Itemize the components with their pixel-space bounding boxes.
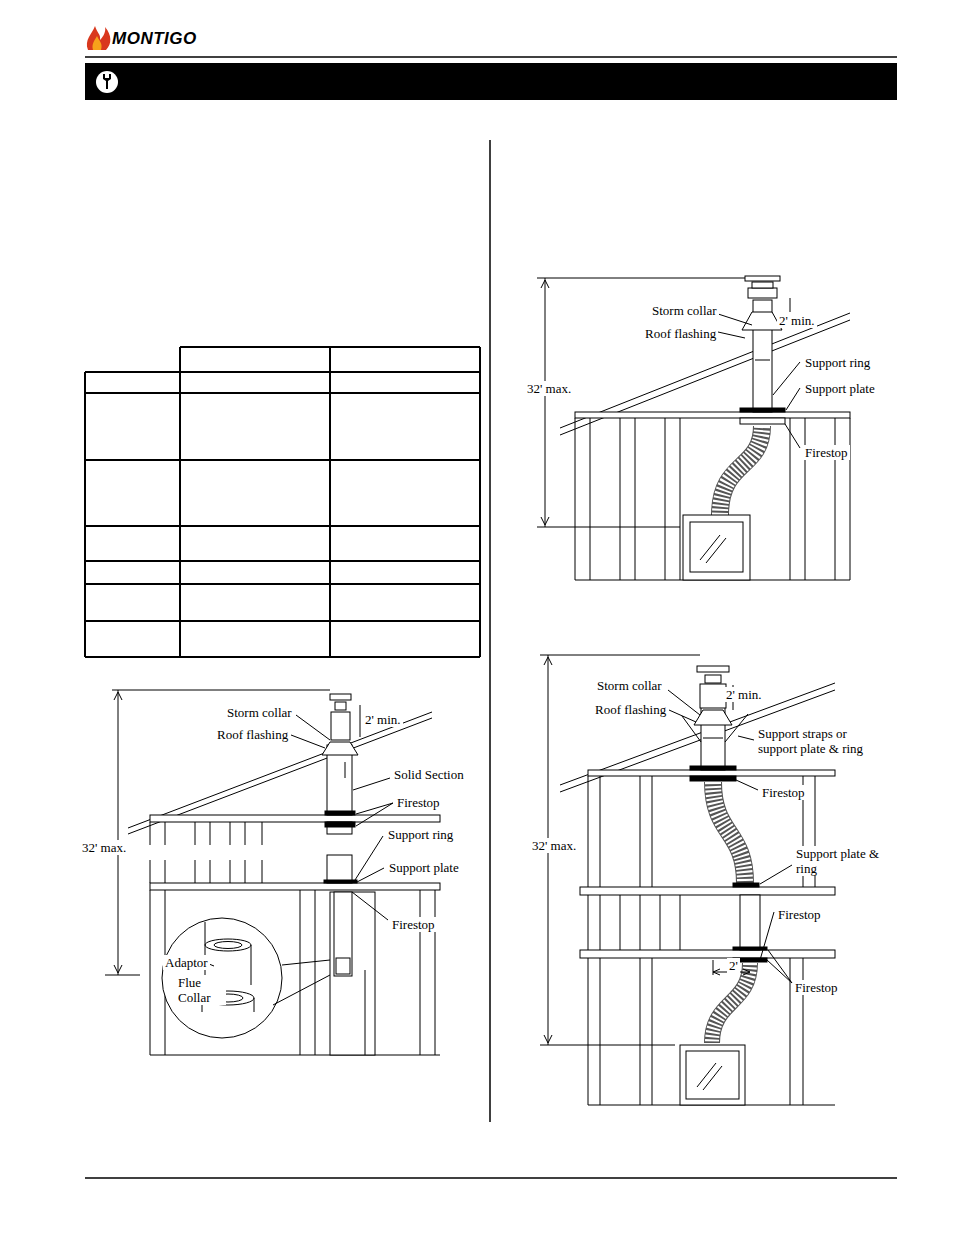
dimension-label: 2' xyxy=(727,958,740,973)
dimension-label: 32' max. xyxy=(80,840,128,855)
part-label: Roof flashing xyxy=(215,727,290,742)
part-label: Firestop xyxy=(390,917,437,932)
part-label: Storm collar xyxy=(225,705,294,720)
dimension-label: 32' max. xyxy=(525,381,573,396)
part-label: Adaptor xyxy=(163,955,210,970)
dimension-label: 32' max. xyxy=(530,838,578,853)
part-label: Support plate xyxy=(387,860,461,875)
part-label: Firestop xyxy=(793,980,840,995)
part-label: Solid Section xyxy=(392,767,466,782)
part-label: Support ring xyxy=(386,827,455,842)
part-label: Storm collar xyxy=(595,678,664,693)
dimension-label: 2' min. xyxy=(777,313,817,328)
part-label: Roof flashing xyxy=(643,326,718,341)
part-label: Firestop xyxy=(776,907,823,922)
part-label: Support plate & ring xyxy=(794,846,882,876)
part-label: Support straps or support plate & ring xyxy=(756,726,876,756)
part-label: Roof flashing xyxy=(593,702,668,717)
dimension-label: 2' min. xyxy=(724,687,764,702)
part-label: Flue Collar xyxy=(176,975,226,1005)
dimension-label: 2' min. xyxy=(363,712,403,727)
part-label: Support ring xyxy=(803,355,872,370)
logo-text: MONTIGO xyxy=(110,31,199,46)
part-label: Firestop xyxy=(803,445,850,460)
part-label: Firestop xyxy=(395,795,442,810)
part-label: Storm collar xyxy=(650,303,719,318)
part-label: Firestop xyxy=(760,785,807,800)
part-label: Support plate xyxy=(803,381,877,396)
